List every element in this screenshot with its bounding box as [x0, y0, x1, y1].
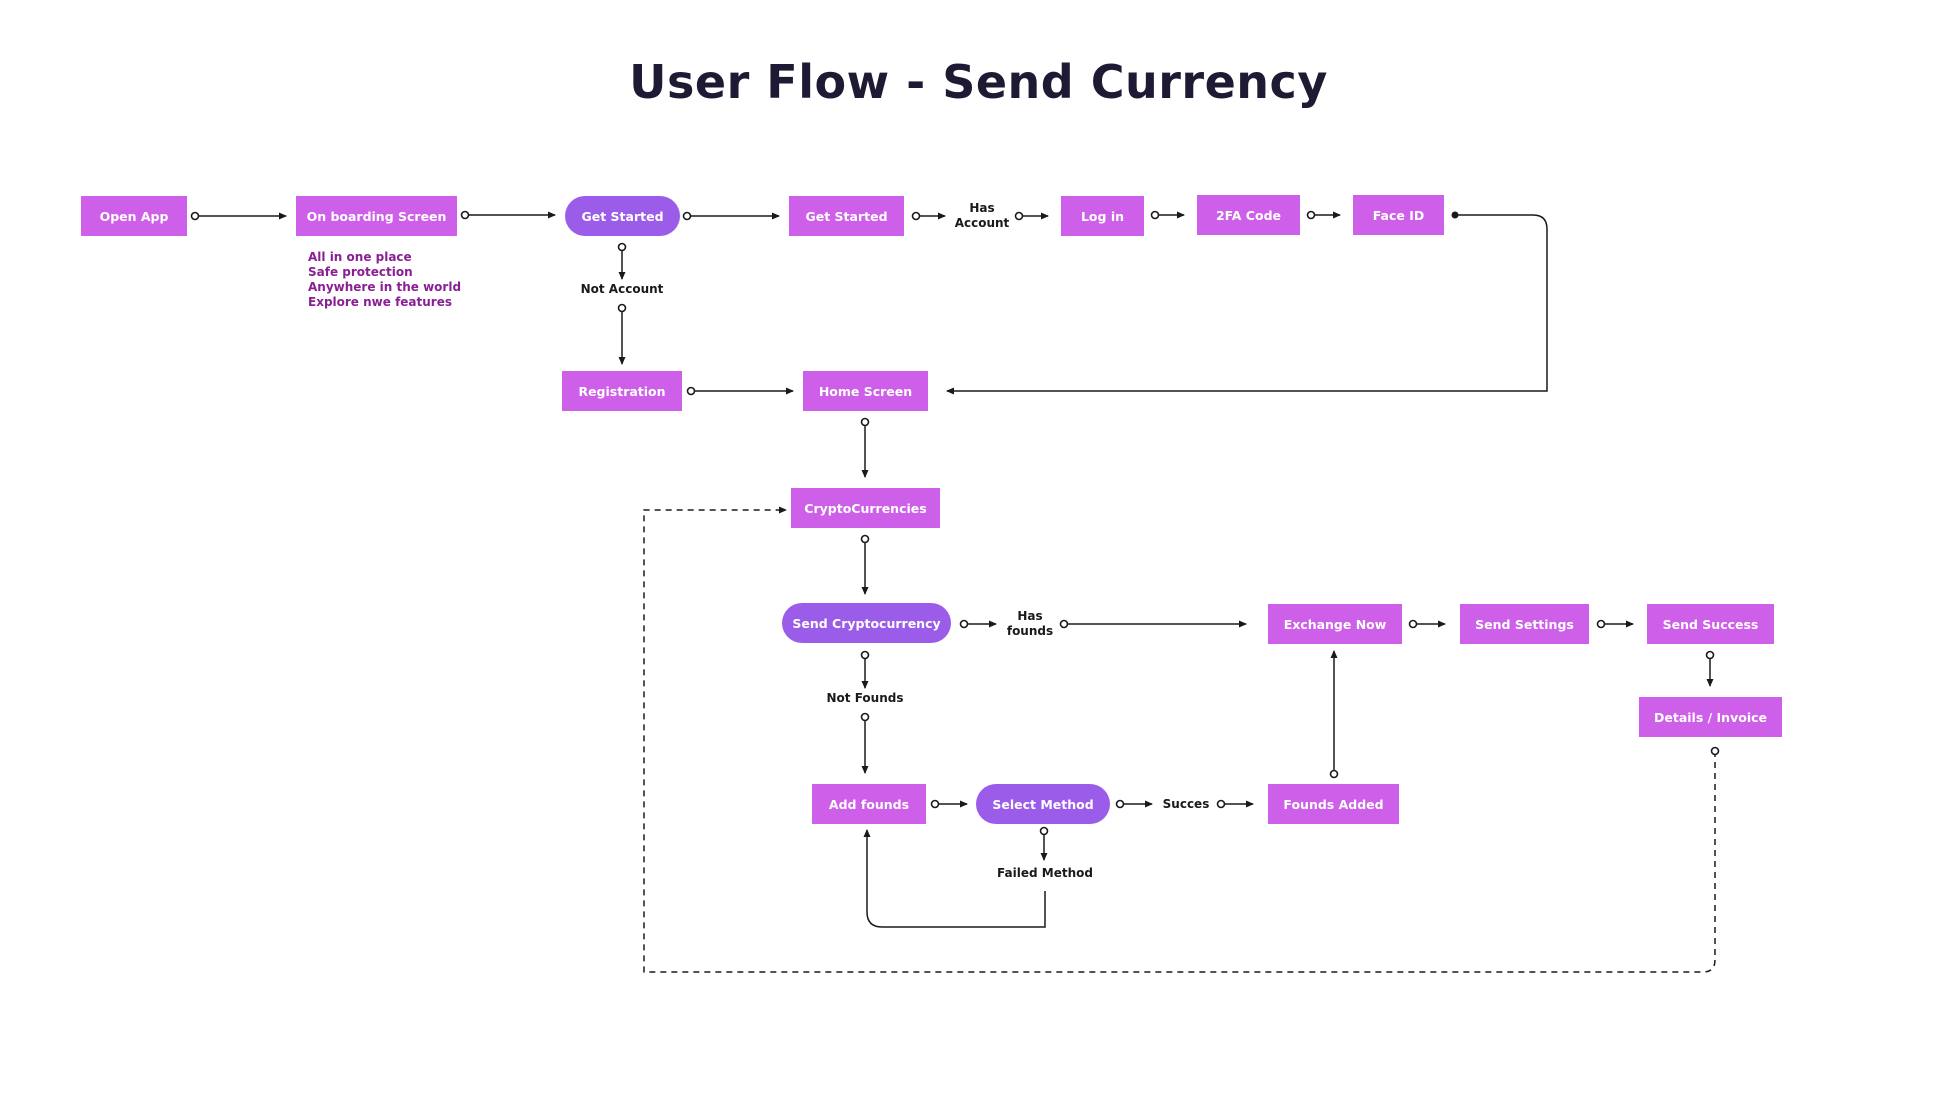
node-send-settings[interactable]: Send Settings	[1460, 604, 1589, 644]
node-cryptocurrencies[interactable]: CryptoCurrencies	[791, 488, 940, 528]
label-not-account: Not Account	[580, 282, 664, 296]
label-has-account: Has Account	[952, 201, 1012, 231]
node-registration[interactable]: Registration	[562, 371, 682, 411]
node-get-started-pill[interactable]: Get Started	[565, 196, 680, 236]
node-exchange-now[interactable]: Exchange Now	[1268, 604, 1402, 644]
node-send-success[interactable]: Send Success	[1647, 604, 1774, 644]
node-send-cryptocurrency[interactable]: Send Cryptocurrency	[782, 603, 951, 643]
edge-details-cryptocurrencies-loop	[643, 506, 1716, 973]
onboarding-notes: All in one place Safe protection Anywher…	[308, 250, 461, 310]
edge-failed-add-founds	[863, 829, 1046, 928]
node-open-app[interactable]: Open App	[81, 196, 187, 236]
edge-face-id-home-screen	[946, 214, 1548, 395]
node-log-in[interactable]: Log in	[1061, 196, 1144, 236]
label-succes: Succes	[1162, 797, 1210, 811]
label-failed-method: Failed Method	[997, 866, 1093, 880]
onboarding-note: All in one place	[308, 250, 412, 264]
onboarding-note: Anywhere in the world	[308, 280, 462, 294]
node-onboarding-screen[interactable]: On boarding Screen	[296, 196, 457, 236]
label-not-founds: Not Founds	[826, 691, 904, 705]
node-add-founds[interactable]: Add founds	[812, 784, 926, 824]
onboarding-note: Safe protection	[308, 265, 413, 279]
label-line: Has	[1017, 609, 1043, 623]
node-home-screen[interactable]: Home Screen	[803, 371, 928, 411]
node-get-started-box[interactable]: Get Started	[789, 196, 904, 236]
label-has-founds: Has founds	[1000, 609, 1060, 639]
label-line: Has	[969, 201, 995, 215]
label-line: Account	[954, 216, 1010, 230]
node-2fa-code[interactable]: 2FA Code	[1197, 195, 1300, 235]
node-face-id[interactable]: Face ID	[1353, 195, 1444, 235]
label-line: founds	[1006, 624, 1054, 638]
node-details-invoice[interactable]: Details / Invoice	[1639, 697, 1782, 737]
onboarding-note: Explore nwe features	[308, 295, 452, 309]
node-founds-added[interactable]: Founds Added	[1268, 784, 1399, 824]
page-title: User Flow - Send Currency	[629, 55, 1328, 109]
node-select-method[interactable]: Select Method	[976, 784, 1110, 824]
